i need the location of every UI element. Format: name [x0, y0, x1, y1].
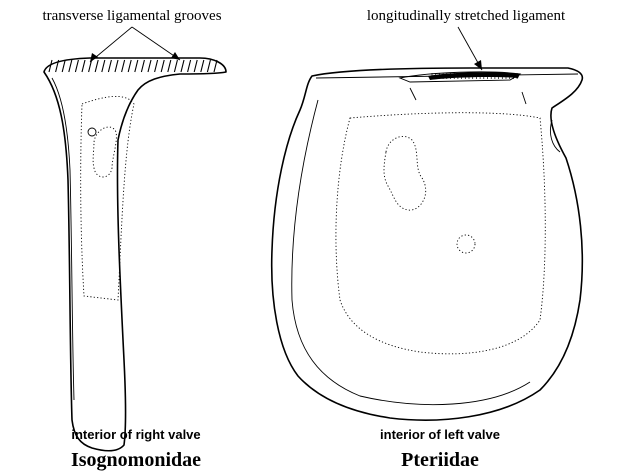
caption-left-view: interior of right valve — [71, 427, 200, 442]
caption-right: interior of left valve Pteriidae — [380, 427, 500, 471]
caption-left-family: Isognomonidae — [71, 449, 201, 471]
left-callout-label: transverse ligamental grooves — [42, 8, 221, 24]
right-callout-label: longitudinally stretched ligament — [367, 8, 566, 24]
caption-left: interior of right valve Isognomonidae — [71, 427, 201, 471]
caption-right-view: interior of left valve — [380, 427, 500, 442]
caption-right-family: Pteriidae — [401, 449, 479, 471]
pteriidae-shell-drawing — [272, 68, 583, 420]
left-callout: transverse ligamental grooves — [42, 8, 221, 62]
right-callout: longitudinally stretched ligament — [367, 8, 566, 70]
left-callout-arrow-b — [132, 27, 180, 60]
isognomonidae-shell-drawing — [44, 58, 226, 451]
